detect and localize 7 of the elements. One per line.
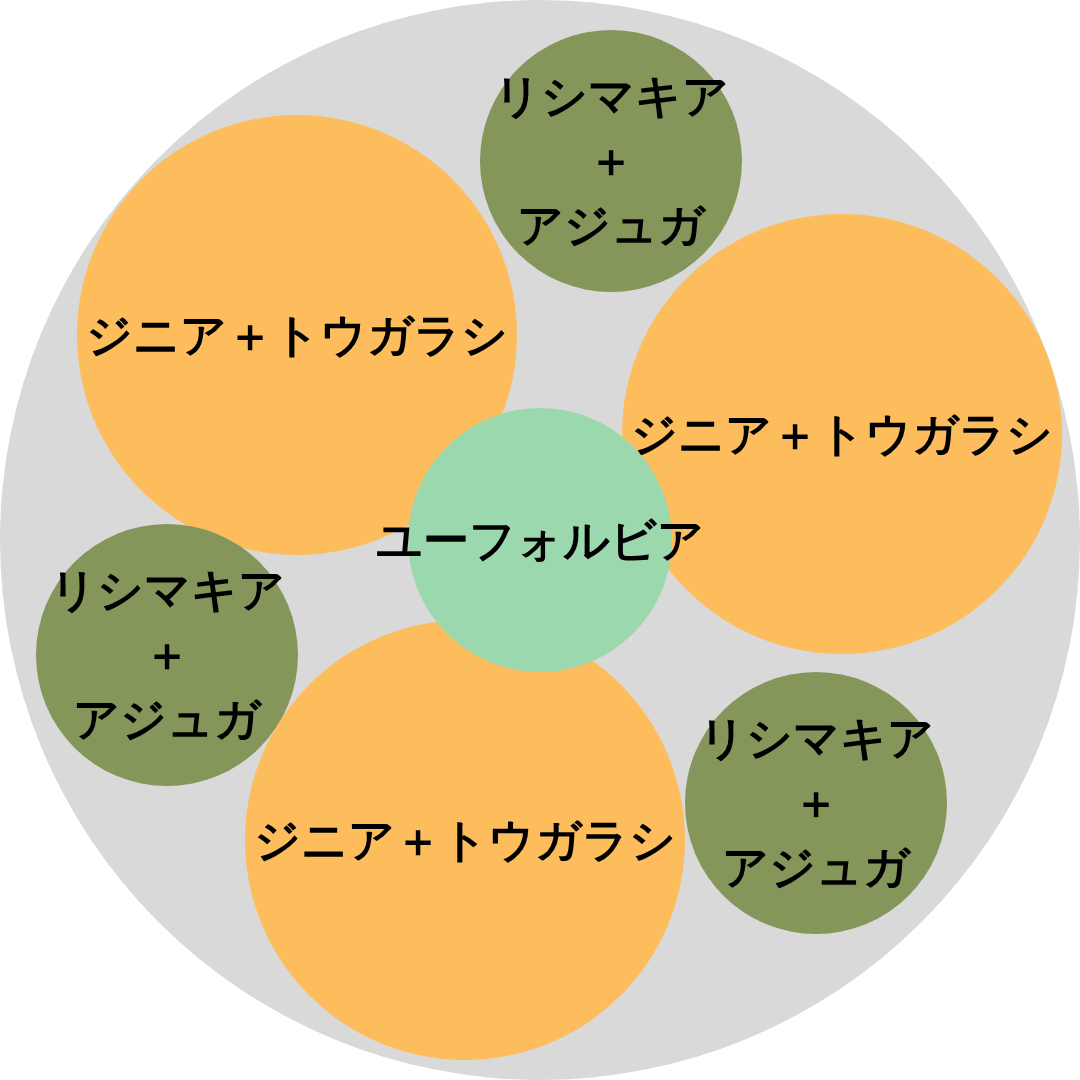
plant-name: リシマキア＋アジュガ [49,562,285,749]
plant-name: ジニア＋トウガラシ [254,811,676,869]
plant-name: ユーフォルビア [376,511,704,569]
plant-name: リシマキア＋アジュガ [493,68,729,255]
plant-name: ジニア＋トウガラシ [631,405,1053,463]
plant-name: リシマキア＋アジュガ [698,710,934,897]
plant-name: ジニア＋トウガラシ [86,306,508,364]
